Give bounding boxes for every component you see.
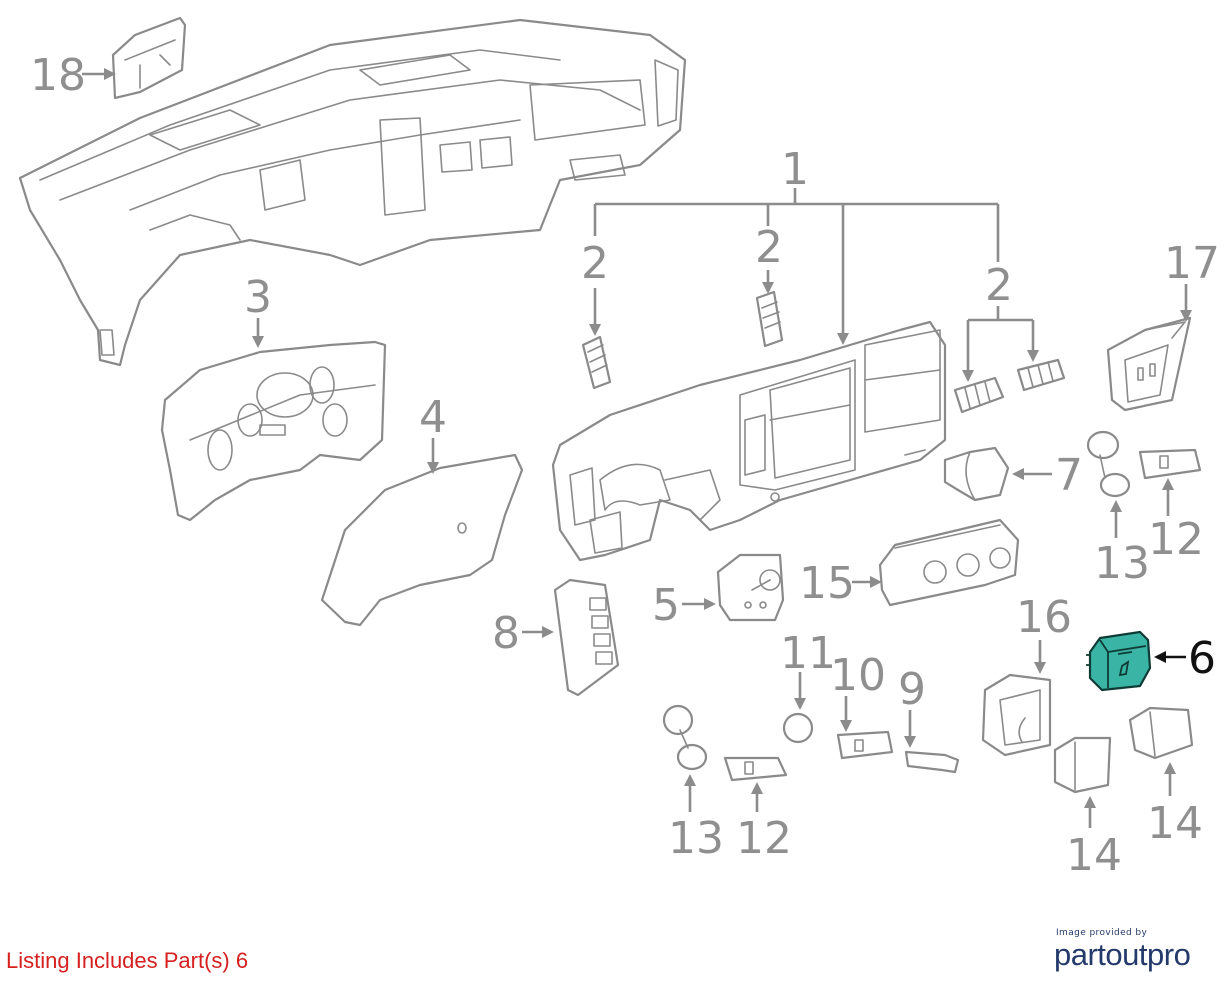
part-7-control-knob	[943, 446, 1010, 502]
part-15-hvac-control	[878, 518, 1020, 607]
part-13-switch-cap-right	[1086, 430, 1131, 498]
part-1-instrument-panel	[551, 320, 947, 562]
part-10-bulb-socket	[836, 730, 894, 760]
callout-15: 15	[799, 558, 855, 609]
part-14-switch-blank-lower	[1053, 736, 1112, 794]
partoutpro-logo: partoutpro	[1054, 937, 1191, 972]
callout-14-right: 14	[1147, 798, 1203, 849]
credit-caption: Image provided by	[1056, 928, 1148, 938]
part-4-cluster-lens	[320, 453, 524, 627]
callout-18: 18	[30, 50, 86, 101]
callout-6: 6	[1188, 633, 1216, 684]
callout-1: 1	[781, 144, 809, 195]
callout-9: 9	[898, 664, 926, 715]
leader-lines	[82, 68, 1192, 828]
part-6-highlighted-switch	[1086, 630, 1152, 692]
callout-11: 11	[780, 628, 836, 679]
part-2-air-vent-center	[755, 290, 784, 348]
callout-12-left: 12	[736, 813, 792, 864]
image-credit: Image provided by partoutpro	[1054, 928, 1204, 972]
listing-note: Listing Includes Part(s) 6	[6, 948, 249, 973]
callout-4: 4	[419, 392, 447, 443]
part-16-dimmer-switch	[981, 673, 1052, 757]
callout-7: 7	[1055, 450, 1083, 501]
part-2-air-vent-right-b	[1016, 358, 1066, 392]
part-2-air-vent-left	[581, 335, 612, 390]
callout-2-center: 2	[755, 222, 783, 273]
part-9-bulb	[904, 750, 960, 774]
callout-3: 3	[244, 272, 272, 323]
part-5-headlamp-switch	[716, 553, 785, 622]
callout-13-left: 13	[668, 813, 724, 864]
callout-2-right: 2	[985, 260, 1013, 311]
part-18-instrument-panel-frame	[18, 18, 687, 367]
part-14-switch-blank-right	[1128, 706, 1194, 760]
callout-12-right: 12	[1148, 514, 1204, 565]
part-8-switch-panel	[553, 578, 620, 697]
callout-10: 10	[830, 650, 886, 701]
callout-2-left: 2	[581, 238, 609, 289]
part-13-switch-cap-left	[662, 704, 708, 771]
callout-17: 17	[1164, 238, 1220, 289]
callout-16: 16	[1016, 592, 1072, 643]
part-11-cap	[782, 712, 814, 744]
part-18-small-bracket	[111, 16, 187, 100]
part-12-switch-body-right	[1138, 448, 1202, 480]
callout-8: 8	[492, 608, 520, 659]
part-17-power-outlet	[1106, 316, 1192, 412]
callout-labels: 1 2 2 2 3 4 5 6 7 8 9 10 11 12 12 13 13 …	[30, 50, 1220, 881]
callout-13-right: 13	[1094, 538, 1150, 589]
callout-5: 5	[652, 580, 680, 631]
part-2-air-vent-right-a	[953, 376, 1005, 414]
callout-14-lower: 14	[1066, 830, 1122, 881]
part-3-cluster-bezel	[160, 340, 387, 522]
part-12-switch-body-left	[723, 756, 788, 782]
